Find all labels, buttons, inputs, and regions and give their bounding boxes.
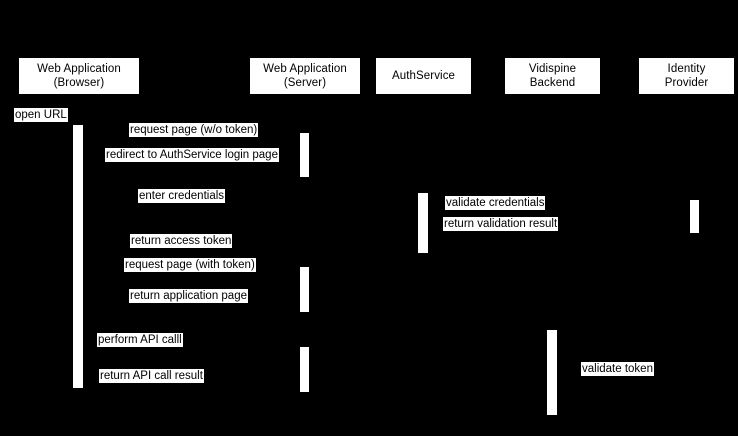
msg-validate-credentials: validate credentials xyxy=(445,196,546,210)
msg-request-page-token: request page (with token) xyxy=(124,258,256,272)
msg-open-url: open URL xyxy=(14,108,68,122)
activation-bar-auth xyxy=(418,193,428,253)
msg-redirect-auth-login: redirect to AuthService login page xyxy=(105,148,279,162)
activation-bar-vidispine xyxy=(547,330,557,415)
msg-validate-token: validate token xyxy=(581,362,654,376)
activation-bar-server xyxy=(300,347,309,392)
msg-enter-credentials: enter credentials xyxy=(138,189,226,203)
lifeline-identity xyxy=(694,94,695,436)
activation-bar-identity xyxy=(690,200,699,233)
participant-box-browser: Web Application (Browser) xyxy=(19,58,139,94)
msg-request-page-no-token: request page (w/o token) xyxy=(129,123,259,137)
participant-box-vidispine: Vidispine Backend xyxy=(505,58,600,94)
activation-bar-server xyxy=(300,133,309,177)
participant-box-auth: AuthService xyxy=(376,58,471,94)
participant-box-server: Web Application (Server) xyxy=(250,58,360,94)
participant-box-identity: Identity Provider xyxy=(639,58,734,94)
msg-return-api-result: return API call result xyxy=(99,369,204,383)
activation-bar-server xyxy=(300,267,309,312)
msg-return-app-page: return application page xyxy=(129,289,248,303)
lifeline-auth xyxy=(423,94,424,436)
msg-return-validation: return validation result xyxy=(443,217,559,231)
msg-perform-api-call: perform API calll xyxy=(97,333,183,347)
msg-return-access-token: return access token xyxy=(130,234,233,248)
activation-bar-browser xyxy=(73,125,83,388)
